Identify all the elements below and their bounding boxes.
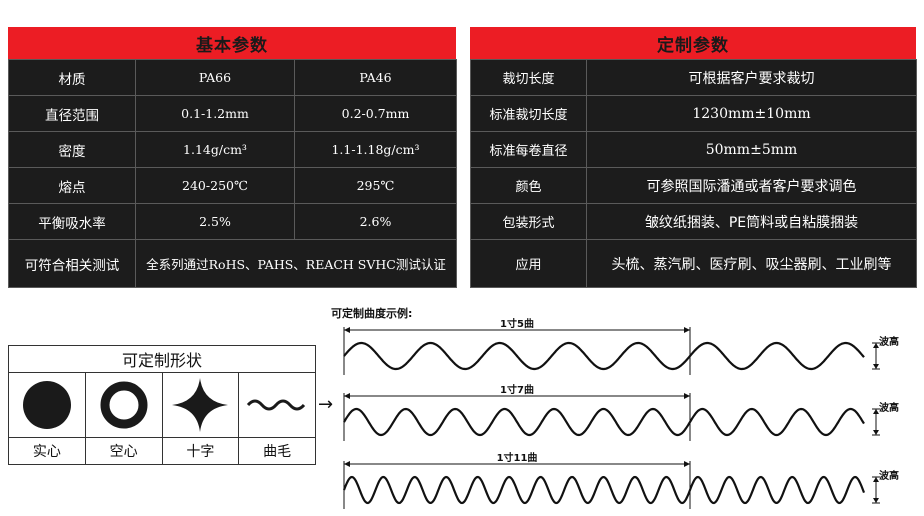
table-row: 颜色 可参照国际潘通或者客户要求调色: [470, 167, 917, 204]
dimension-arrow-left: [344, 393, 350, 399]
row-label: 应用: [470, 239, 587, 288]
shape-label: 曲毛: [263, 444, 292, 460]
wave-line: [342, 475, 866, 505]
wave-height-arrow: [873, 430, 879, 435]
table-row: 材质 PA66 PA46: [8, 59, 457, 96]
curl-examples-title: 可定制曲度示例:: [331, 307, 413, 320]
row-value: 头梳、蒸汽刷、医疗刷、吸尘器刷、工业刷等: [586, 239, 917, 288]
shape-cell-solid: [9, 373, 86, 437]
dimension-arrow-left: [344, 327, 350, 333]
pa66-value: 1.14g/cm³: [135, 131, 295, 168]
wave-height-arrow: [873, 409, 879, 414]
pa46-value: 295℃: [294, 167, 457, 204]
basic-params-table: 材质 PA66 PA46 直径范围 0.1-1.2mm 0.2-0.7mm 密度…: [8, 59, 457, 288]
wavy-line-icon: [246, 399, 306, 411]
wave-height-label: 波高: [879, 401, 899, 414]
pa66-value: 240-250℃: [135, 167, 295, 204]
basic-params-title: 基本参数: [8, 27, 456, 59]
wave-height-label: 波高: [879, 335, 899, 348]
wave-length-label: 1寸11曲: [497, 451, 538, 464]
custom-shapes-title: 可定制形状: [9, 346, 315, 373]
row-label: 直径范围: [8, 95, 136, 132]
table-row: 密度 1.14g/cm³ 1.1-1.18g/cm³: [8, 131, 457, 168]
wave-length-label: 1寸7曲: [500, 383, 534, 396]
dimension-arrow-right: [684, 461, 690, 467]
row-label: 裁切长度: [470, 59, 587, 96]
shape-labels-row: 实心 空心 十字 曲毛: [9, 438, 315, 464]
shape-label: 空心: [86, 438, 163, 464]
row-value: 可根据客户要求裁切: [586, 59, 917, 96]
pa66-value: PA66: [135, 59, 295, 96]
row-label: 标准每卷直径: [470, 131, 587, 168]
shape-icons-row: [9, 373, 315, 438]
pa66-value: 2.5%: [135, 203, 295, 240]
row-label: 包装形式: [470, 203, 587, 240]
table-row: 直径范围 0.1-1.2mm 0.2-0.7mm: [8, 95, 457, 132]
table-row: 可符合相关测试 全系列通过RoHS、PAHS、REACH SVHC测试认证: [8, 239, 457, 288]
wave-line: [343, 341, 865, 371]
table-row: 平衡吸水率 2.5% 2.6%: [8, 203, 457, 240]
dimension-arrow-right: [684, 327, 690, 333]
dimension-arrow-right: [684, 393, 690, 399]
shape-cell-cross: [163, 373, 240, 437]
table-row: 应用 头梳、蒸汽刷、医疗刷、吸尘器刷、工业刷等: [470, 239, 917, 288]
custom-params-table: 裁切长度 可根据客户要求裁切 标准裁切长度 1230mm±10mm 标准每卷直径…: [470, 59, 917, 288]
table-row: 熔点 240-250℃ 295℃: [8, 167, 457, 204]
wave-height-arrow: [873, 477, 879, 482]
table-row: 标准裁切长度 1230mm±10mm: [470, 95, 917, 132]
table-row: 标准每卷直径 50mm±5mm: [470, 131, 917, 168]
custom-params-title: 定制参数: [470, 27, 916, 59]
arrow-right-icon: →: [318, 394, 334, 415]
shape-label: 十字: [163, 438, 240, 464]
table-row: 裁切长度 可根据客户要求裁切: [470, 59, 917, 96]
row-label: 标准裁切长度: [470, 95, 587, 132]
row-label: 平衡吸水率: [8, 203, 136, 240]
row-label: 可符合相关测试: [8, 239, 136, 288]
pa46-value: 0.2-0.7mm: [294, 95, 457, 132]
pa46-value: 1.1-1.18g/cm³: [294, 131, 457, 168]
table-row: 包装形式 皱纹纸捆装、PE筒料或自粘膜捆装: [470, 203, 917, 240]
shape-cell-curl: [239, 373, 315, 437]
row-label: 材质: [8, 59, 136, 96]
pa66-value: 0.1-1.2mm: [135, 95, 295, 132]
wave-length-label: 1寸5曲: [500, 317, 534, 330]
wave-height-label: 波高: [879, 469, 899, 482]
shape-label: 实心: [9, 438, 86, 464]
row-value: 50mm±5mm: [586, 131, 917, 168]
wave-height-arrow: [873, 498, 879, 503]
shape-cell-hollow: [86, 373, 163, 437]
custom-shapes-box: 可定制形状 实心 空心 十字 曲毛: [8, 345, 316, 465]
wave-height-arrow: [873, 343, 879, 348]
basic-params-panel: 基本参数 材质 PA66 PA46 直径范围 0.1-1.2mm 0.2-0.7…: [8, 27, 457, 288]
solid-circle-icon: [22, 381, 71, 429]
row-label: 熔点: [8, 167, 136, 204]
custom-params-panel: 定制参数 裁切长度 可根据客户要求裁切 标准裁切长度 1230mm±10mm 标…: [470, 27, 917, 288]
wave-line: [343, 407, 865, 437]
cross-star-icon: [172, 378, 229, 432]
pa46-value: 2.6%: [294, 203, 457, 240]
test-certification-value: 全系列通过RoHS、PAHS、REACH SVHC测试认证: [135, 239, 457, 288]
dimension-arrow-left: [344, 461, 350, 467]
row-value: 可参照国际潘通或者客户要求调色: [586, 167, 917, 204]
row-label: 密度: [8, 131, 136, 168]
pa46-value: PA46: [294, 59, 457, 96]
row-value: 1230mm±10mm: [586, 95, 917, 132]
row-label: 颜色: [470, 167, 587, 204]
wave-height-arrow: [873, 364, 879, 369]
hollow-circle-icon: [100, 381, 148, 429]
row-value: 皱纹纸捆装、PE筒料或自粘膜捆装: [586, 203, 917, 240]
